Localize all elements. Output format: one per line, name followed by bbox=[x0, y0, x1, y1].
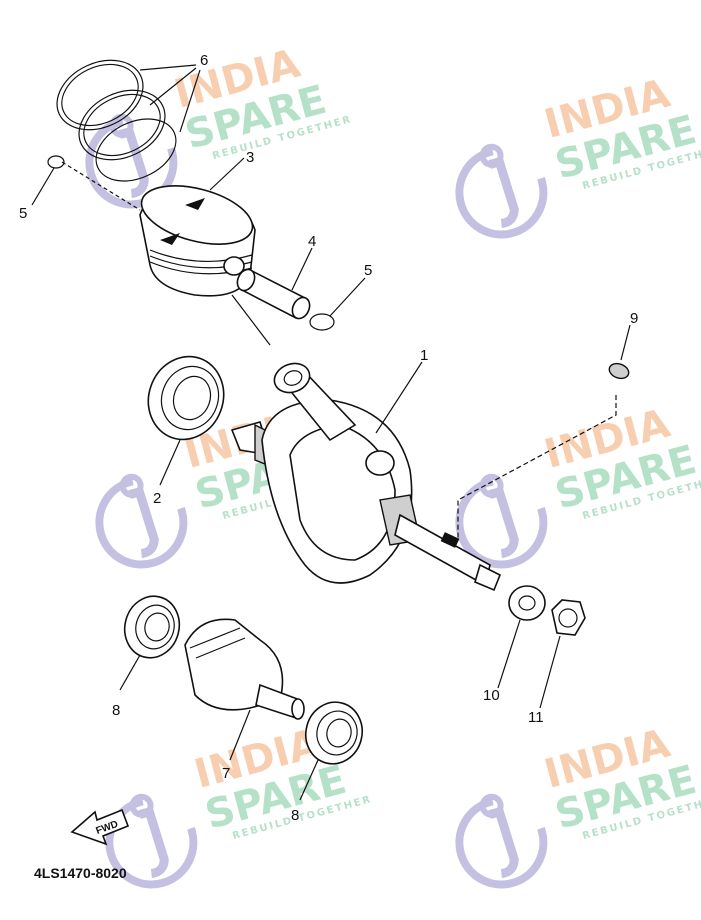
washer bbox=[508, 585, 546, 621]
leader-circlip-to-piston bbox=[61, 161, 141, 211]
watermark-top-left: INDIA SPARE REBUILD TOGETHER bbox=[71, 41, 353, 214]
callout-8-right: 8 bbox=[291, 807, 299, 824]
callout-8-left: 8 bbox=[112, 702, 120, 719]
callout-10: 10 bbox=[483, 687, 500, 704]
watermark-top-right: INDIA SPARE REBUILD TOGETHER bbox=[441, 71, 701, 244]
callout-9: 9 bbox=[630, 310, 638, 327]
bearing-lower-left bbox=[123, 595, 181, 659]
bearing-left bbox=[147, 355, 225, 441]
circlip-right bbox=[309, 313, 335, 331]
fwd-arrow-icon: FWD bbox=[70, 808, 130, 846]
watermark-mid-right: INDIA SPARE REBUILD TOGETHER bbox=[441, 401, 701, 574]
callout-11: 11 bbox=[528, 709, 544, 726]
bearing-lower-right bbox=[304, 701, 364, 765]
callout-5-left: 5 bbox=[19, 205, 27, 222]
leader-key-to-shaft bbox=[457, 395, 617, 540]
woodruff-key bbox=[608, 362, 630, 380]
callout-5-right: 5 bbox=[364, 262, 372, 279]
piston-rings bbox=[56, 59, 177, 182]
piston bbox=[139, 185, 256, 297]
callout-4: 4 bbox=[308, 233, 316, 250]
callout-7: 7 bbox=[222, 765, 230, 782]
leader-lines bbox=[31, 64, 631, 801]
piston-pin bbox=[236, 268, 311, 320]
balancer-shaft bbox=[184, 618, 305, 720]
callout-3: 3 bbox=[246, 149, 254, 166]
callout-6: 6 bbox=[200, 52, 208, 69]
callout-2: 2 bbox=[153, 490, 161, 507]
callout-1: 1 bbox=[420, 347, 428, 364]
watermark-bottom-right: INDIA SPARE REBUILD TOGETHER bbox=[441, 721, 701, 894]
nut bbox=[551, 599, 586, 636]
crankshaft bbox=[230, 362, 502, 592]
leader-piston-to-rod bbox=[231, 294, 271, 346]
drawing-code: 4LS1470-8020 bbox=[34, 865, 127, 881]
circlip-left bbox=[47, 155, 65, 169]
